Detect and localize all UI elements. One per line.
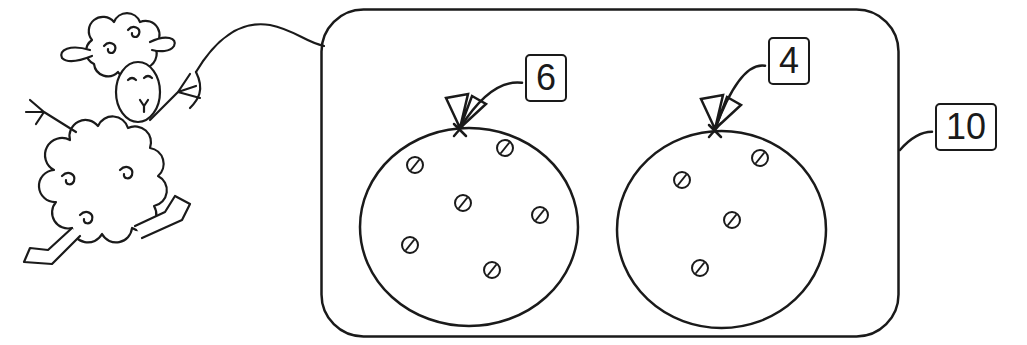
counter-mark xyxy=(459,198,467,208)
string-end xyxy=(190,72,200,108)
sheep-ear xyxy=(150,38,175,52)
counter-mark xyxy=(501,143,509,153)
sheep-eyes xyxy=(128,76,152,80)
tag-string xyxy=(715,66,765,129)
sheep-leg xyxy=(135,196,190,238)
counter-mark xyxy=(696,263,704,273)
number-tag: 10 xyxy=(935,103,997,151)
counter-dot xyxy=(532,207,548,223)
counter-dot xyxy=(402,237,418,253)
bag-outline xyxy=(360,128,578,326)
number-tag: 6 xyxy=(525,54,567,102)
tag-string xyxy=(900,132,932,150)
counter-dot xyxy=(484,262,500,278)
counter-dot xyxy=(407,157,423,173)
number-tag: 4 xyxy=(768,37,810,85)
counter-mark xyxy=(411,160,419,170)
set-box: 1064 xyxy=(320,8,900,338)
wool-curl xyxy=(80,212,92,223)
wool-curl xyxy=(120,167,132,178)
wool-curl xyxy=(104,43,115,53)
counter-mark xyxy=(536,210,544,220)
wool-curl xyxy=(62,173,74,184)
sheep-face xyxy=(116,62,160,122)
counter-mark xyxy=(488,265,496,275)
counter-mark xyxy=(406,240,414,250)
counter-dot xyxy=(455,195,471,211)
bag-circle: 6 xyxy=(358,122,580,328)
sheep-arm xyxy=(26,100,76,132)
counter-dot xyxy=(674,172,690,188)
string xyxy=(196,24,324,72)
wool-curl xyxy=(128,27,139,37)
outline xyxy=(358,122,580,328)
sheep-leg xyxy=(24,228,80,264)
counter-dot xyxy=(724,212,740,228)
bag-outline xyxy=(617,131,826,328)
counter-dot xyxy=(752,150,768,166)
counter-mark xyxy=(728,215,736,225)
counter-mark xyxy=(756,153,764,163)
sheep-ear xyxy=(61,48,92,61)
bag-circle: 4 xyxy=(615,125,828,330)
tag-string xyxy=(460,82,522,128)
counter-mark xyxy=(678,175,686,185)
outline xyxy=(615,125,828,330)
sheep-mouth xyxy=(140,100,148,112)
set-outline xyxy=(322,10,899,337)
counter-dot xyxy=(497,140,513,156)
counter-dot xyxy=(692,260,708,276)
